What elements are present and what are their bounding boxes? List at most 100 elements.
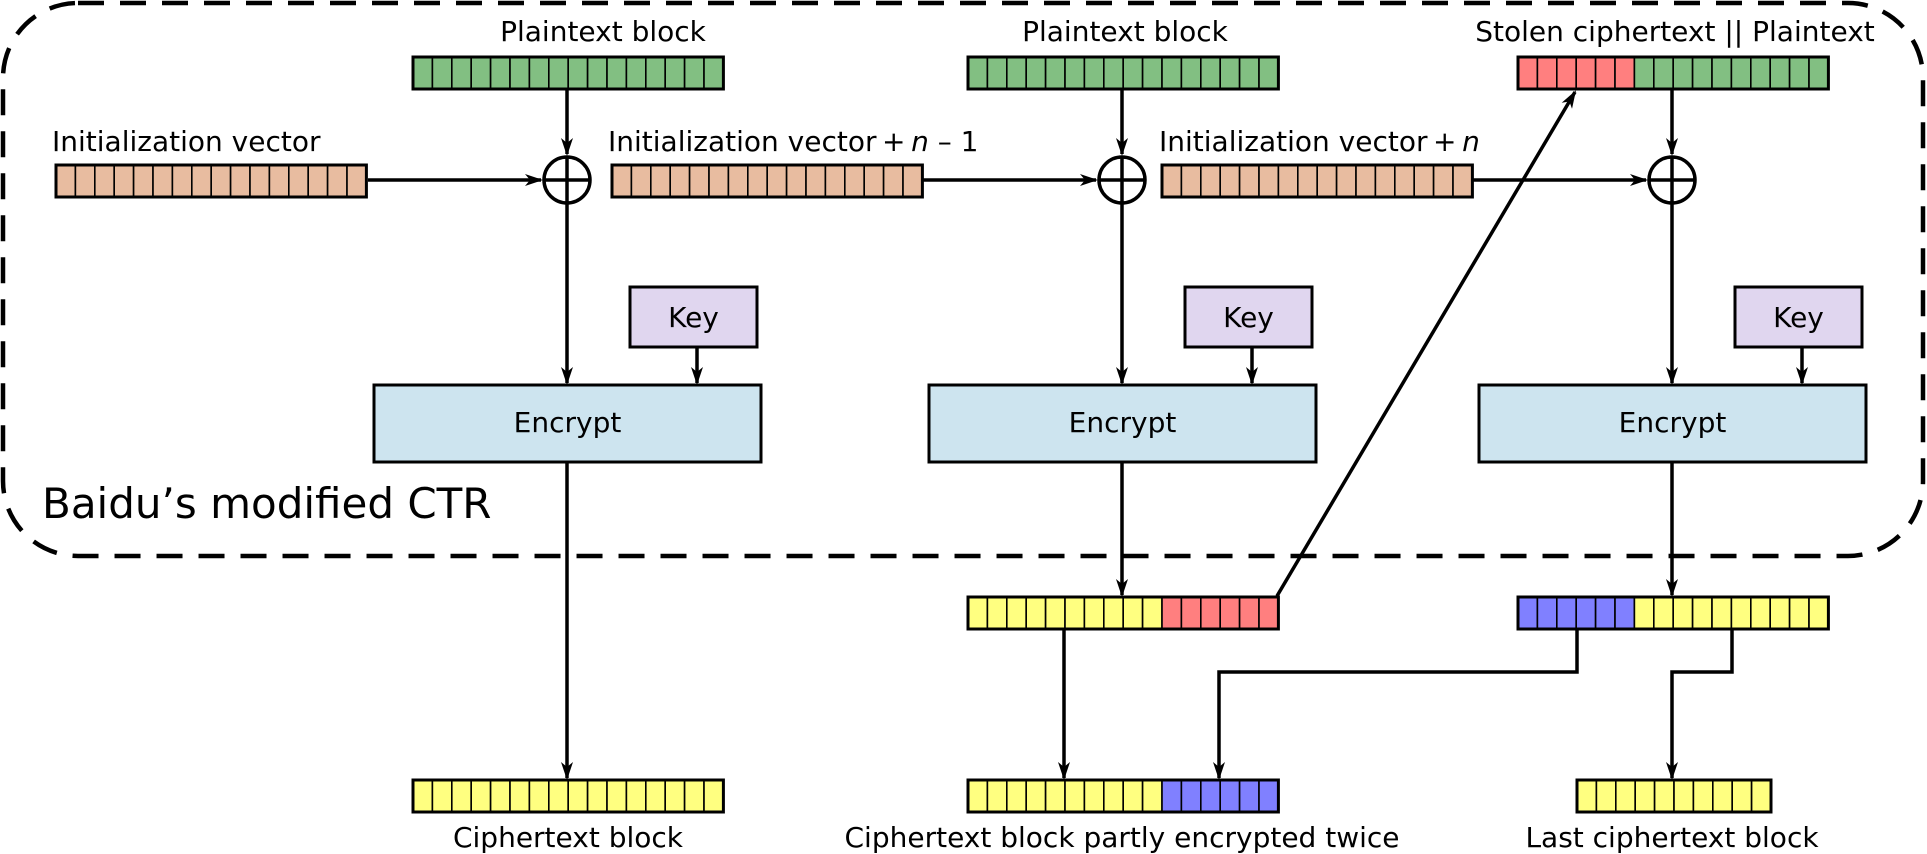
block-cell-iv (1355, 164, 1377, 198)
block-cell-ciphertext (1103, 596, 1125, 630)
ciphertext-block-label: Ciphertext block (453, 821, 684, 854)
block-cell-ciphertext (1025, 779, 1047, 813)
block-cell-ciphertext (1141, 596, 1163, 630)
block-cell-ciphertext (1750, 596, 1772, 630)
block-cell-twice (1614, 596, 1636, 630)
block-cell-plaintext (1064, 56, 1086, 90)
block-cell-plaintext (1180, 56, 1202, 90)
block-cell-ciphertext (1083, 779, 1105, 813)
plaintext-block (411, 55, 725, 91)
block-cell-iv (229, 164, 251, 198)
block-cell-plaintext (683, 56, 705, 90)
block-cell-iv (74, 164, 96, 198)
block-cell-plaintext (1808, 56, 1830, 90)
block-cell-ciphertext (1122, 779, 1144, 813)
block-cell-plaintext (470, 56, 492, 90)
block-cell-ciphertext (1672, 596, 1694, 630)
block-cell-plaintext (1005, 56, 1027, 90)
block-cell-ciphertext (606, 779, 628, 813)
block-cell-twice (1238, 779, 1260, 813)
block-cell-ciphertext (1692, 779, 1714, 813)
key-box: Key (1183, 285, 1314, 349)
block-cell-twice (1536, 596, 1558, 630)
block-cell-ciphertext (547, 779, 569, 813)
wires (368, 89, 1808, 780)
block-cell-plaintext (664, 56, 686, 90)
block-cell-twice (1258, 779, 1280, 813)
block-cell-plaintext (1672, 56, 1694, 90)
block-cell-twice (1594, 596, 1616, 630)
block-outline (54, 163, 368, 199)
block-cell-stolen (1575, 56, 1597, 90)
block-cell-plaintext (1730, 56, 1752, 90)
block-cell-ciphertext (450, 779, 472, 813)
block-cell-stolen (1238, 596, 1260, 630)
block-cell-ciphertext (967, 779, 989, 813)
block-outline (966, 778, 1280, 814)
block-cell-ciphertext (1103, 779, 1125, 813)
block-cell-ciphertext (1615, 779, 1637, 813)
block-cell-ciphertext (967, 596, 989, 630)
block-cell-ciphertext (1691, 596, 1713, 630)
block-cell-plaintext (1122, 56, 1144, 90)
iv-plus-n-label: Initialization vector + n (1159, 125, 1480, 158)
block-cell-ciphertext (1005, 596, 1027, 630)
block-cell-ciphertext (1083, 596, 1105, 630)
block-cell-ciphertext (1788, 596, 1810, 630)
block-cell-iv (805, 164, 827, 198)
svg-text:Key: Key (668, 301, 719, 334)
block-cell-iv (1277, 164, 1299, 198)
block-cell-plaintext (1238, 56, 1260, 90)
plaintext-block-label: Plaintext block (500, 15, 707, 48)
block-cell-plaintext (1219, 56, 1241, 90)
block-cell-ciphertext (1653, 779, 1675, 813)
block-cell-plaintext (703, 56, 725, 90)
block-cell-ciphertext (1595, 779, 1617, 813)
block-cell-iv (1200, 164, 1222, 198)
block-cell-iv (1452, 164, 1474, 198)
block-cell-plaintext (986, 56, 1008, 90)
block-cell-plaintext (1161, 56, 1183, 90)
block-cell-twice (1200, 779, 1222, 813)
svg-text:Encrypt: Encrypt (1069, 406, 1177, 439)
block-cell-iv (649, 164, 671, 198)
block-cell-iv (1413, 164, 1435, 198)
block-cell-plaintext (606, 56, 628, 90)
block-cell-iv (746, 164, 768, 198)
block-cell-iv (785, 164, 807, 198)
block-cell-iv (1432, 164, 1454, 198)
block-cell-iv (1258, 164, 1280, 198)
block-cell-plaintext (1750, 56, 1772, 90)
block-cell-iv (1180, 164, 1202, 198)
block-cell-twice (1556, 596, 1578, 630)
stolen-plus-plaintext-block (1516, 55, 1830, 91)
block-cell-iv (843, 164, 865, 198)
block-cell-plaintext (1025, 56, 1047, 90)
encrypt-box: Encrypt (372, 383, 763, 464)
block-cell-plaintext (1769, 56, 1791, 90)
block-cell-twice (1161, 779, 1183, 813)
block-cell-iv (1238, 164, 1260, 198)
xor-operator (1647, 155, 1697, 205)
block-cell-ciphertext (1064, 596, 1086, 630)
block-cell-ciphertext (1634, 779, 1656, 813)
plaintext-block (966, 55, 1280, 91)
block-cell-ciphertext (412, 779, 434, 813)
block-cell-plaintext (625, 56, 647, 90)
block-cell-stolen (1556, 56, 1578, 90)
block-cell-plaintext (412, 56, 434, 90)
block-cell-plaintext (967, 56, 989, 90)
block-cell-ciphertext (986, 779, 1008, 813)
block-cell-ciphertext (644, 779, 666, 813)
block-cell-ciphertext (664, 779, 686, 813)
block-cell-iv (132, 164, 154, 198)
block-cell-iv (902, 164, 924, 198)
block-cell-plaintext (1653, 56, 1675, 90)
block-cell-plaintext (1044, 56, 1066, 90)
stolen-ciphertext-plaintext-label: Stolen ciphertext || Plaintext (1475, 15, 1875, 48)
block-cell-ciphertext (1673, 779, 1695, 813)
block-cell-iv (1161, 164, 1183, 198)
iv-block (54, 163, 368, 199)
last-ciphertext-block-label: Last ciphertext block (1525, 821, 1819, 854)
block-cell-stolen (1161, 596, 1183, 630)
